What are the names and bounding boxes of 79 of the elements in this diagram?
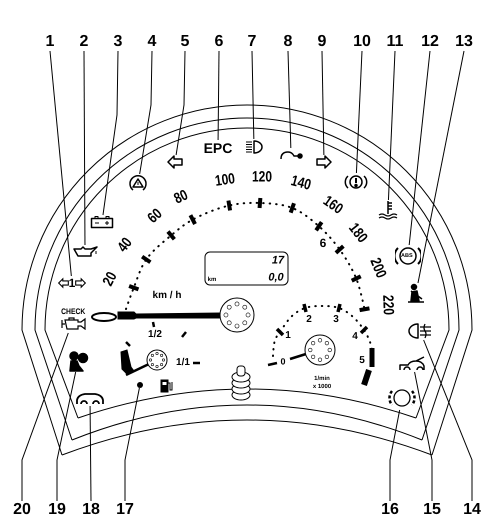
airbag-icon [67, 350, 89, 372]
speed-scale-number: 220 [380, 294, 396, 316]
leader-line [50, 50, 72, 276]
leader-line [423, 340, 472, 502]
callout-number: 13 [451, 33, 477, 51]
callout-number: 15 [419, 501, 445, 519]
callout-number: 17 [112, 501, 138, 519]
leader-line [90, 406, 92, 502]
callout-number: 1 [37, 33, 63, 51]
battery-icon [90, 215, 114, 229]
leader-line [322, 50, 324, 156]
callout-number: 3 [105, 33, 131, 51]
callout-number: 14 [459, 501, 485, 519]
callout-number: 4 [139, 33, 165, 51]
rpm-scale-number: 4 [352, 332, 358, 342]
speed-scale-number: 80 [172, 187, 190, 207]
rpm-scale-number: 5 [359, 356, 365, 366]
odometer-reading: 0,0 [268, 272, 284, 284]
leader-line [22, 332, 69, 502]
callout-number: 8 [275, 33, 301, 51]
car-icon [75, 390, 105, 406]
dot-marker [137, 382, 143, 388]
leader-line [288, 50, 292, 148]
leader-line [218, 50, 220, 140]
leader-line [102, 50, 118, 216]
brake-warning-icon [344, 173, 368, 191]
callout-number: 7 [239, 33, 265, 51]
rpm-scale-number: 3 [333, 315, 339, 325]
leader-line [176, 50, 186, 156]
car-trunk-icon [398, 356, 428, 372]
callout-number: 9 [309, 33, 335, 51]
epc-warning-label: EPC [200, 140, 236, 156]
fuel-scale-label: 1/1 [176, 358, 190, 368]
coolant-temperature-icon [377, 200, 399, 220]
rpm-scale-number: 0 [280, 358, 286, 366]
headlight-icon [243, 139, 265, 155]
speed-scale-number: 60 [145, 206, 165, 226]
callout-number: 18 [78, 501, 104, 519]
speed-scale-number: 200 [367, 256, 389, 280]
odometer-reading: 17 [272, 256, 284, 266]
leader-line [414, 372, 432, 502]
leader-line [124, 388, 140, 502]
right-arrow-icon [316, 155, 332, 169]
callout-number: 2 [71, 33, 97, 51]
leader-line [56, 372, 76, 502]
speed-scale-number: 20 [100, 270, 120, 288]
callout-number: 16 [377, 501, 403, 519]
oil-can-icon [72, 245, 98, 257]
callout-number: 12 [417, 33, 443, 51]
rpm-scale-number: 1 [285, 331, 291, 341]
scale-number: 6 [320, 237, 326, 249]
speed-scale-number: 160 [320, 193, 346, 217]
leader-line [84, 50, 86, 246]
gear-number: 1 [68, 277, 76, 289]
leader-line [408, 50, 430, 246]
speed-scale-number: 140 [289, 173, 313, 193]
callout-number: 5 [172, 33, 198, 51]
speed-scale-number: 100 [214, 171, 236, 189]
speed-scale-number: 180 [346, 220, 370, 246]
fuel-scale-label: 1/2 [148, 330, 162, 340]
leader-line [252, 50, 254, 140]
check-label: CHECK [60, 307, 86, 316]
speed-scale-number: 40 [114, 235, 136, 255]
callout-number: 11 [382, 33, 408, 51]
leader-line [139, 50, 152, 174]
seatbelt-icon [407, 283, 425, 303]
rpm-scale-number: 2 [306, 315, 312, 325]
leader-line [388, 50, 396, 200]
left-arrow-icon [167, 155, 183, 169]
speed-scale-number: 120 [252, 170, 272, 184]
callout-number: 6 [206, 33, 232, 51]
leader-line [390, 410, 400, 502]
leader-line [417, 50, 464, 284]
fog-light-icon [407, 322, 433, 340]
callout-number: 10 [349, 33, 375, 51]
callout-number: 19 [44, 501, 70, 519]
speed-unit: km / h [152, 291, 182, 301]
callout-number: 20 [9, 501, 35, 519]
leader-line [356, 50, 362, 174]
